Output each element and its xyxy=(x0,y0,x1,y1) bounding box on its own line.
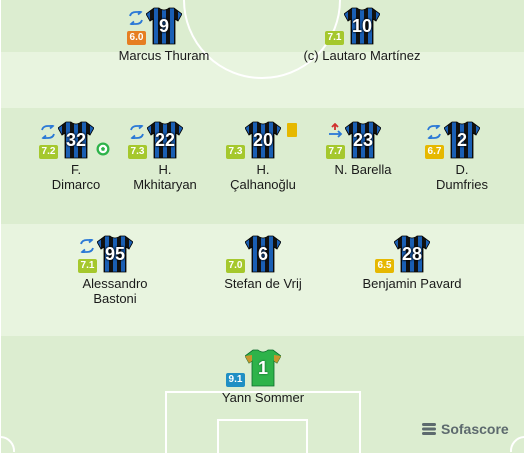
shirt-number: 22 xyxy=(154,130,176,150)
player-name-line1: Stefan de Vrij xyxy=(224,276,302,291)
substitution-icon xyxy=(130,125,144,139)
center-circle xyxy=(183,0,341,79)
pitch-stripe xyxy=(0,52,525,108)
player-name-line2: Dimarco xyxy=(51,177,101,192)
assist-ball-icon xyxy=(96,142,110,156)
player-name-line1: H. xyxy=(158,162,172,177)
rating-badge: 7.2 xyxy=(39,145,58,159)
player-name: Stefan de Vrij xyxy=(203,276,323,291)
player-name-line2: Dumfries xyxy=(435,177,488,192)
shirt-number: 32 xyxy=(65,130,87,150)
player-name-line2: Mkhitaryan xyxy=(133,177,197,192)
rating-badge: 7.3 xyxy=(226,145,245,159)
shirt-icon: 95 xyxy=(97,235,133,273)
penalty-box xyxy=(165,391,361,453)
shirt-icon: 9 xyxy=(146,7,182,45)
substitution-icon xyxy=(80,239,94,253)
shirt-icon: 28 xyxy=(394,235,430,273)
rating-badge: 7.0 xyxy=(226,259,245,273)
player-name: F.Dimarco xyxy=(16,162,136,192)
shirt-number: 1 xyxy=(257,358,268,378)
player-name-line1: Alessandro xyxy=(82,276,148,291)
rating-badge: 6.0 xyxy=(127,31,146,45)
shirt-icon: 2 xyxy=(444,121,480,159)
rating-badge: 7.3 xyxy=(128,145,147,159)
player-name: H.Çalhanoğlu xyxy=(203,162,323,192)
sub-out-icon xyxy=(329,123,343,138)
sofascore-logo[interactable]: Sofascore xyxy=(421,418,509,440)
shirt-number: 6 xyxy=(257,244,268,264)
player-name: Yann Sommer xyxy=(203,390,323,405)
rating-badge: 7.1 xyxy=(78,259,97,273)
player-name: Marcus Thuram xyxy=(104,48,224,63)
shirt-number: 9 xyxy=(158,16,169,36)
player-name-line1: F. xyxy=(70,162,82,177)
player-name-line1: Yann Sommer xyxy=(221,390,305,405)
goal-area xyxy=(217,419,308,453)
player-name-line1: (c) Lautaro Martínez xyxy=(303,48,421,63)
player-name-line1: Benjamin Pavard xyxy=(362,276,462,291)
player-name-line2: Bastoni xyxy=(93,291,137,306)
rating-badge: 6.5 xyxy=(375,259,394,273)
player-name-line1: D. xyxy=(455,162,469,177)
goalkeeper-shirt-icon: 1 xyxy=(245,349,281,387)
shirt-icon: 10 xyxy=(344,7,380,45)
shirt-icon: 22 xyxy=(147,121,183,159)
player-name: D.Dumfries xyxy=(402,162,522,192)
shirt-icon: 32 xyxy=(58,121,94,159)
shirt-number: 20 xyxy=(252,130,274,150)
rating-badge: 7.1 xyxy=(325,31,344,45)
shirt-icon: 6 xyxy=(245,235,281,273)
corner-arc-right xyxy=(509,436,525,453)
substitution-icon xyxy=(129,11,143,25)
shirt-number: 2 xyxy=(456,130,467,150)
shirt-icon: 20 xyxy=(245,121,281,159)
player-name-line2: Çalhanoğlu xyxy=(230,177,296,192)
player-name-line1: Marcus Thuram xyxy=(118,48,210,63)
substitution-icon xyxy=(427,125,441,139)
shirt-number: 10 xyxy=(351,16,373,36)
shirt-number: 28 xyxy=(401,244,423,264)
sofascore-logo-icon xyxy=(422,423,436,435)
shirt-number: 23 xyxy=(352,130,374,150)
yellow-card-icon xyxy=(287,123,297,137)
rating-badge: 7.7 xyxy=(326,145,345,159)
pitch-stripe xyxy=(0,0,525,52)
player-name: H.Mkhitaryan xyxy=(105,162,225,192)
sofascore-logo-text: Sofascore xyxy=(441,421,509,437)
corner-arc-left xyxy=(0,436,16,453)
rating-badge: 9.1 xyxy=(226,373,245,387)
player-name: Benjamin Pavard xyxy=(352,276,472,291)
shirt-icon: 23 xyxy=(345,121,381,159)
rating-badge: 6.7 xyxy=(425,145,444,159)
player-name: (c) Lautaro Martínez xyxy=(302,48,422,63)
player-name-line1: N. Barella xyxy=(334,162,392,177)
substitution-icon xyxy=(41,125,55,139)
shirt-number: 95 xyxy=(104,244,126,264)
player-name: N. Barella xyxy=(303,162,423,177)
player-name-line1: H. xyxy=(256,162,270,177)
